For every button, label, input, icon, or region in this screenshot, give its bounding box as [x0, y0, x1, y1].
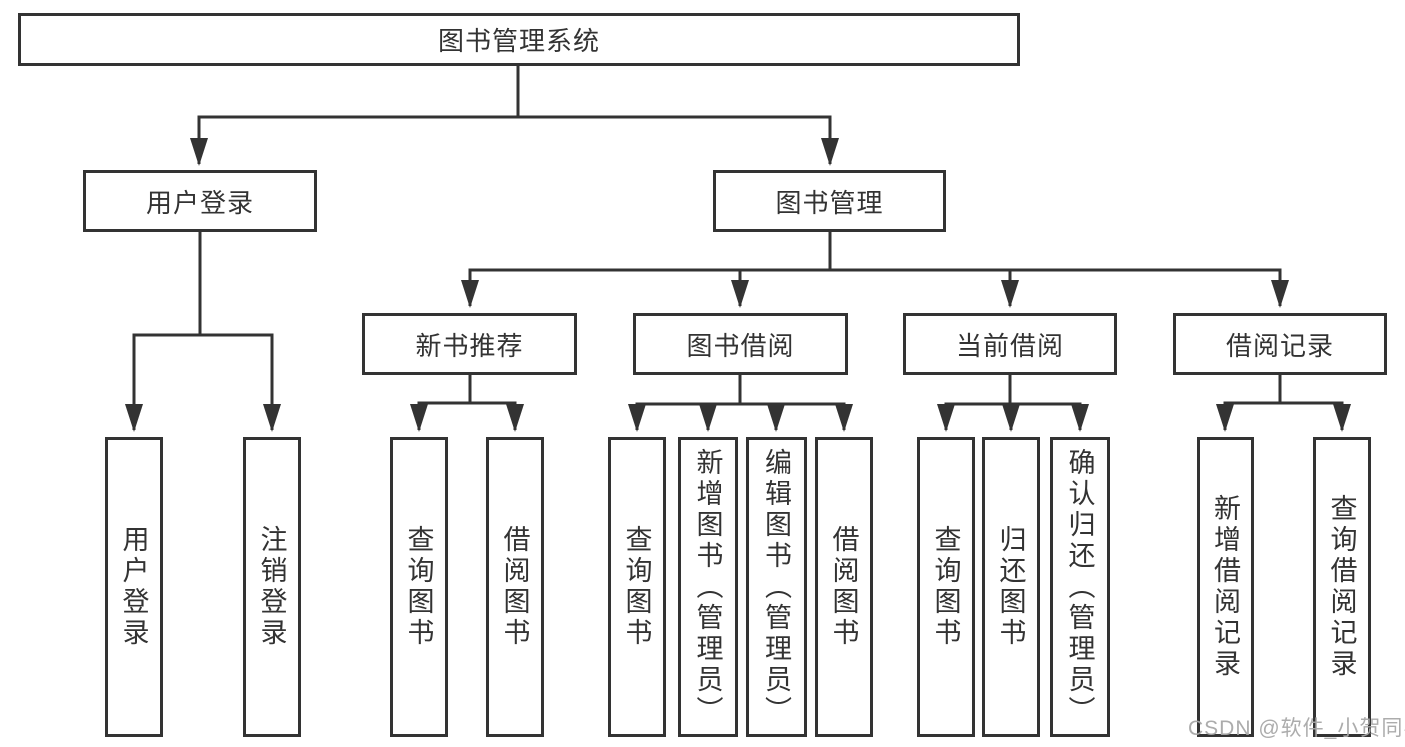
leaf-return-books: 归还图书: [982, 437, 1040, 737]
node-user-login: 用户登录: [83, 170, 317, 232]
leaf-query-books-borrowing: 查询图书: [608, 437, 666, 737]
leaf-user-login: 用户登录: [105, 437, 163, 737]
node-current-borrowing: 当前借阅: [903, 313, 1117, 375]
watermark: CSDN @软件_小贺同学: [1188, 717, 1405, 740]
leaf-logout: 注销登录: [243, 437, 301, 737]
leaf-query-books-recommend: 查询图书: [390, 437, 448, 737]
node-book-borrowing: 图书借阅: [633, 313, 848, 375]
leaf-edit-book-admin: 编辑图书（管理员）: [746, 437, 807, 737]
leaf-confirm-return-admin: 确认归还（管理员）: [1050, 437, 1110, 737]
leaf-query-borrowing-record: 查询借阅记录: [1313, 437, 1371, 737]
leaf-borrow-books-recommend: 借阅图书: [486, 437, 544, 737]
node-book-management: 图书管理: [713, 170, 946, 232]
leaf-borrow-books-borrowing: 借阅图书: [815, 437, 873, 737]
leaf-add-book-admin: 新增图书（管理员）: [678, 437, 738, 737]
node-library-management-system: 图书管理系统: [18, 13, 1020, 66]
leaf-query-books-current: 查询图书: [917, 437, 975, 737]
node-borrowing-records: 借阅记录: [1173, 313, 1387, 375]
leaf-add-borrowing-record: 新增借阅记录: [1197, 437, 1254, 737]
node-new-book-recommendation: 新书推荐: [362, 313, 577, 375]
